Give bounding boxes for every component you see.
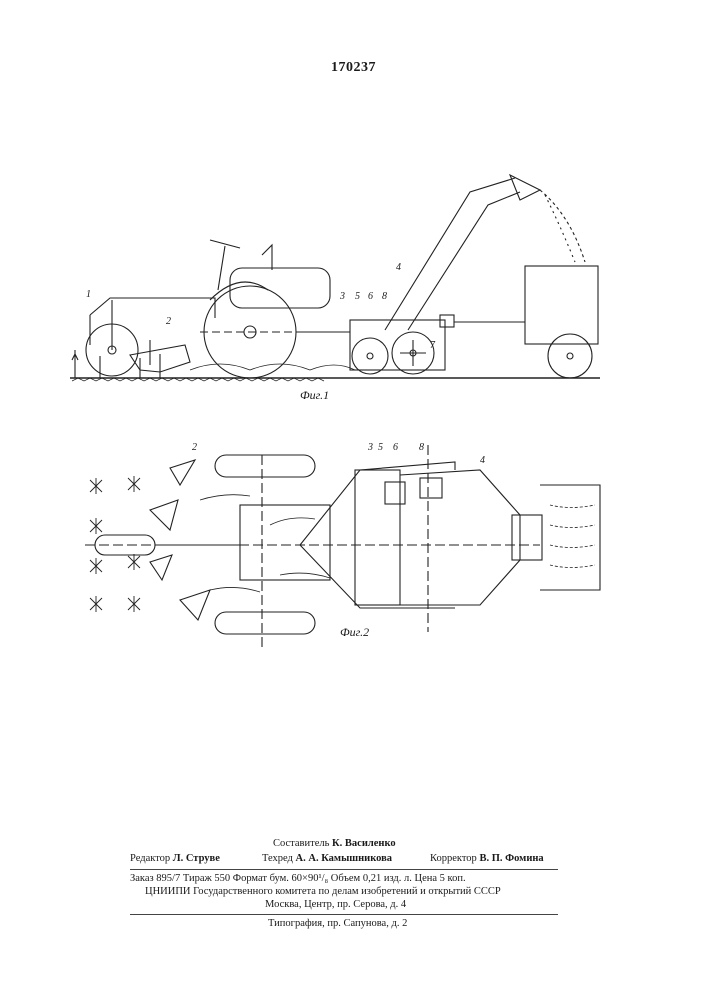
callout-2: 2 <box>166 316 171 327</box>
callout-7: 7 <box>430 340 435 351</box>
figure-2-caption: Фиг.2 <box>340 625 369 640</box>
callout-3: 3 <box>368 442 373 453</box>
techred-name: А. А. Камышникова <box>296 853 393 864</box>
figure-1-caption: Фиг.1 <box>300 388 329 403</box>
compiler-line: Составитель К. Василенко <box>273 838 396 849</box>
corrector-name: В. П. Фомина <box>479 853 543 864</box>
address-line: Москва, Центр, пр. Серова, д. 4 <box>265 899 406 910</box>
techred-label: Техред <box>262 853 293 864</box>
editor-line: Редактор Л. Струве <box>130 853 220 864</box>
corrector-line: Корректор В. П. Фомина <box>430 853 544 864</box>
imprint-divider <box>130 869 558 870</box>
imprint-divider-2 <box>130 914 558 915</box>
compiler-name: К. Василенко <box>332 838 396 849</box>
callout-2: 2 <box>192 442 197 453</box>
callout-6: 6 <box>393 442 398 453</box>
corrector-label: Корректор <box>430 853 477 864</box>
editor-name: Л. Струве <box>173 853 220 864</box>
callout-4: 4 <box>480 455 485 466</box>
callout-8: 8 <box>382 291 387 302</box>
callout-3: 3 <box>340 291 345 302</box>
printing-line: Типография, пр. Сапунова, д. 2 <box>268 918 407 929</box>
institute-line: ЦНИИПИ Государственного комитета по дела… <box>145 886 501 897</box>
callout-5: 5 <box>378 442 383 453</box>
callout-5: 5 <box>355 291 360 302</box>
compiler-label: Составитель <box>273 838 329 849</box>
techred-line: Техред А. А. Камышникова <box>262 853 392 864</box>
editor-label: Редактор <box>130 853 170 864</box>
callout-6: 6 <box>368 291 373 302</box>
order-line: Заказ 895/7 Тираж 550 Формат бум. 60×90¹… <box>130 873 466 884</box>
callout-8: 8 <box>419 442 424 453</box>
callout-1: 1 <box>86 289 91 300</box>
callout-4: 4 <box>396 262 401 273</box>
